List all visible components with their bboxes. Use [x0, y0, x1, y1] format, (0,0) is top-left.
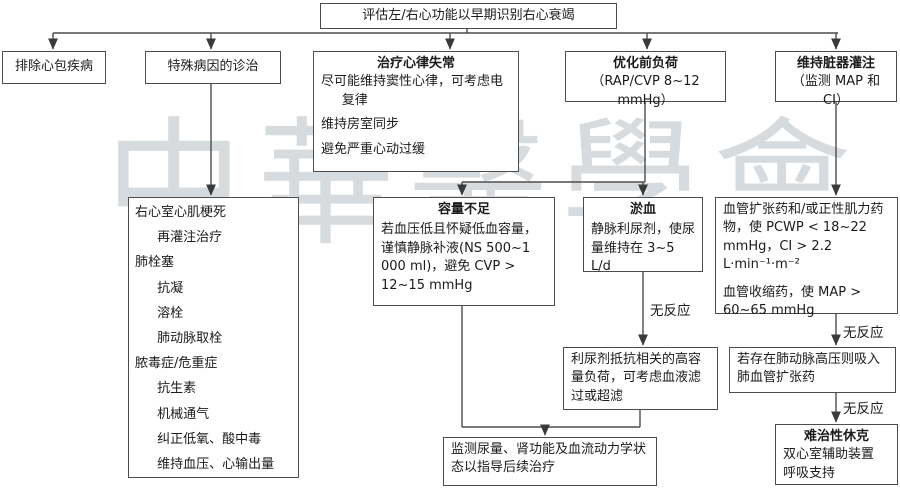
node-pulmonary-hypertension: 若存在肺动脉高压则吸入肺血管扩张药: [729, 347, 896, 393]
etiology-item: 机械通气: [157, 406, 210, 422]
etiology-item: 纠正低氧、酸中毒: [157, 431, 262, 447]
node-volume-insufficient: 容量不足 若血压低且怀疑低血容量，谨慎静脉补液(NS 500~1 000 ml)…: [373, 197, 555, 306]
node-special-causes: 特殊病因的诊治: [145, 51, 281, 84]
node-volume-title: 容量不足: [437, 202, 490, 217]
node-exclude-pericardial: 排除心包疾病: [2, 51, 106, 84]
node-preload: 优化前负荷 （RAP/CVP 8~12 mmHg）: [565, 51, 726, 108]
etiology-item: 抗凝: [157, 280, 184, 296]
node-congestion: 淤血 静脉利尿剂，使尿量维持在 3~5 L/d: [583, 197, 703, 274]
node-monitoring-body: 监测尿量、肾功能及血流动力学状态以指导后续治疗: [451, 442, 647, 476]
node-refractory-shock-title: 难治性休克: [803, 429, 869, 444]
node-vasoactive-para2: 血管收缩药，使 MAP > 60~65 mmHg: [723, 284, 862, 319]
edge-label-no-response-2: 无反应: [843, 325, 884, 341]
edge-label-no-response-1: 无反应: [650, 303, 691, 319]
etiology-item: 再灌注治疗: [157, 230, 223, 246]
arrhythmia-item-2: 维持房室同步: [321, 117, 400, 133]
node-arrhythmia: 治疗心律失常 尽可能维持窦性心律，可考虑电复律 维持房室同步 避免严重心动过缓: [313, 51, 519, 172]
node-congestion-body: 静脉利尿剂，使尿量维持在 3~5 L/d: [591, 222, 696, 275]
etiology-item: 溶栓: [157, 305, 184, 321]
node-diuretic-resistance-body: 利尿剂抵抗相关的高容量负荷，可考虑血液滤过或超滤: [571, 352, 702, 404]
etiology-item: 肺栓塞: [135, 255, 175, 271]
node-refractory-shock: 难治性休克 双心室辅助装置 呼吸支持: [775, 424, 898, 485]
node-special-causes-label: 特殊病因的诊治: [167, 59, 259, 75]
etiology-item: 右心室心肌梗死: [135, 205, 227, 220]
node-refractory-shock-line2: 呼吸支持: [783, 465, 836, 481]
node-root: 评估左/右心功能以早期识别右心衰竭: [320, 3, 617, 29]
node-vasoactive-para1: 血管扩张药和/或正性肌力药物，使 PCWP < 18~22 mmHg，CI > …: [723, 202, 884, 273]
node-perfusion: 维持脏器灌注 （监测 MAP 和 CI）: [775, 51, 897, 108]
node-preload-title: 优化前负荷: [612, 56, 678, 71]
etiology-item: 脓毒症/危重症: [135, 356, 218, 372]
node-diuretic-resistance: 利尿剂抵抗相关的高容量负荷，可考虑血液滤过或超滤: [563, 347, 718, 410]
node-volume-body: 若血压低且怀疑低血容量，谨慎静脉补液(NS 500~1 000 ml)，避免 C…: [381, 222, 538, 293]
spacer: [723, 275, 890, 284]
arrhythmia-item-1: 尽可能维持窦性心律，可考虑电复律: [321, 74, 504, 108]
node-preload-subtitle: （RAP/CVP 8~12 mmHg）: [591, 74, 700, 108]
node-exclude-pericardial-label: 排除心包疾病: [14, 59, 93, 75]
edge-label-no-response-3: 无反应: [843, 401, 884, 417]
top-rail: [53, 29, 838, 34]
node-perfusion-title: 维持脏器灌注: [796, 56, 875, 71]
node-vasoactive: 血管扩张药和/或正性肌力药物，使 PCWP < 18~22 mmHg，CI > …: [715, 197, 898, 318]
node-root-label: 评估左/右心功能以早期识别右心衰竭: [362, 7, 575, 23]
preload-split-rail: [462, 102, 646, 183]
node-pulmonary-hypertension-body: 若存在肺动脉高压则吸入肺血管扩张药: [737, 352, 881, 386]
node-perfusion-subtitle: （监测 MAP 和 CI）: [791, 74, 881, 108]
node-congestion-title: 淤血: [629, 202, 656, 217]
monitor-merge-rail: [461, 306, 641, 428]
node-monitoring: 监测尿量、肾功能及血流动力学状态以指导后续治疗: [443, 437, 657, 486]
etiology-item: 抗生素: [157, 381, 197, 397]
etiology-item: 肺动脉取栓: [157, 330, 223, 346]
node-arrhythmia-title: 治疗心律失常: [376, 56, 455, 71]
etiology-item: 维持血压、心输出量: [157, 456, 275, 472]
node-refractory-shock-line1: 双心室辅助装置: [783, 447, 875, 463]
node-etiology-list: 右心室心肌梗死 再灌注治疗 肺栓塞 抗凝 溶栓 肺动脉取栓 脓毒症/危重症 抗生…: [128, 197, 299, 478]
arrhythmia-item-3: 避免严重心动过缓: [321, 141, 426, 157]
